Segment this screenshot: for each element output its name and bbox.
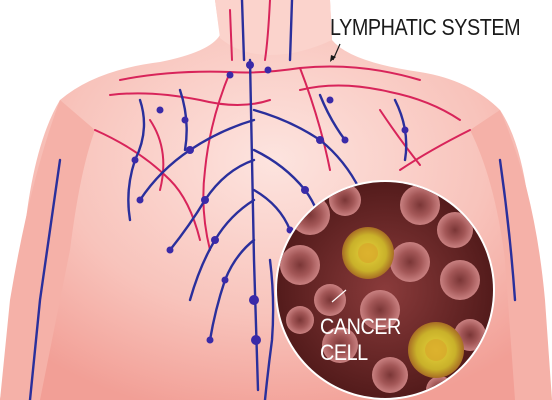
lymphatic-system-label: LYMPHATIC SYSTEM bbox=[330, 14, 520, 41]
cancer-cell-label-line1: CANCER bbox=[320, 314, 401, 340]
magnifier bbox=[275, 180, 495, 400]
cancer-cell-label-line2: CELL bbox=[320, 340, 368, 366]
